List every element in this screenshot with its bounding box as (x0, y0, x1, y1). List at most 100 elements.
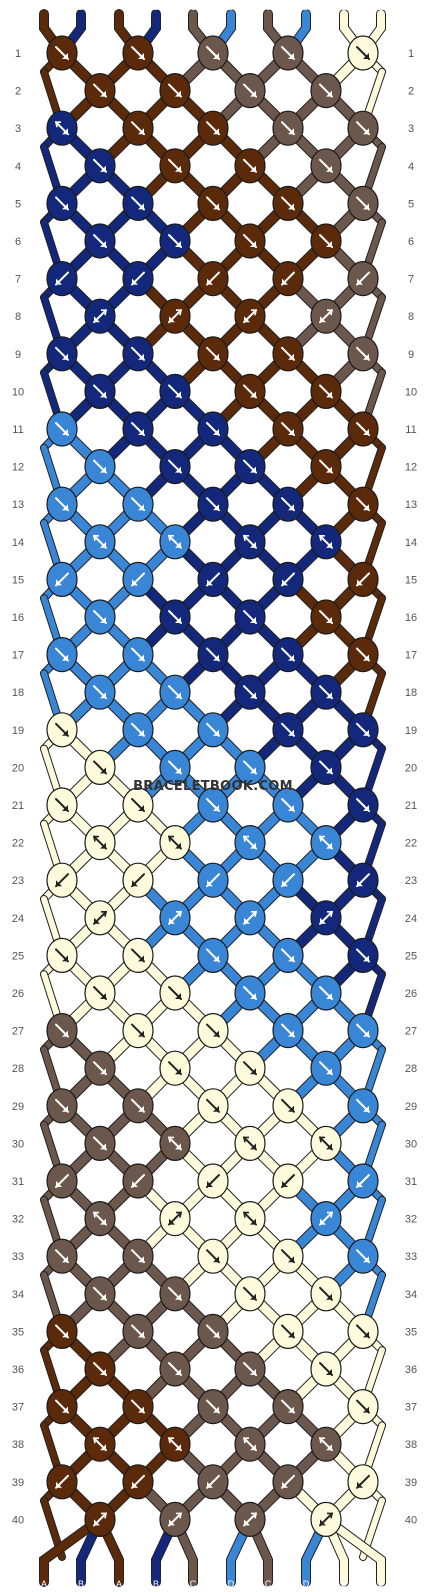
row-number-right: 22 (405, 838, 417, 850)
knot-arrow-head-icon (175, 1293, 181, 1300)
row-number-left: 5 (15, 198, 21, 210)
knot-arrow-head-icon (213, 1331, 219, 1338)
knot (159, 72, 191, 109)
knot-back-hook-icon (93, 835, 99, 842)
knot-arrow-head-icon (169, 917, 175, 924)
knot-arrow-head-icon (138, 128, 144, 135)
knot-arrow-head-icon (175, 541, 181, 548)
knot-arrow-head-icon (250, 993, 256, 999)
row-number-left: 1 (15, 48, 21, 60)
knot (272, 712, 304, 748)
knot-arrow-head-icon (138, 955, 144, 962)
knot-arrow-head-icon (100, 767, 106, 774)
knot-arrow-head-icon (288, 353, 294, 360)
knot (197, 336, 229, 372)
knot (234, 749, 266, 786)
knot (347, 862, 379, 898)
knot (197, 486, 229, 522)
knot-arrow-head-icon (250, 466, 256, 473)
row-number-right: 1 (408, 48, 414, 60)
row-number-right: 8 (408, 311, 414, 323)
knot-back-hook-icon (251, 1512, 257, 1519)
knot-arrow-head-icon (138, 1331, 144, 1338)
knot (347, 411, 379, 447)
knot (122, 1163, 154, 1199)
knot (46, 336, 78, 372)
knot (310, 449, 342, 485)
row-number-left: 36 (12, 1364, 24, 1376)
row-number-left: 3 (15, 123, 21, 135)
knot-arrow-head-icon (62, 1331, 68, 1338)
knot-arrow-head-icon (213, 53, 219, 59)
knot-arrow-head-icon (282, 579, 288, 586)
knot-arrow-head-icon (56, 278, 62, 285)
knot (122, 1313, 154, 1350)
knot-back-hook-icon (243, 835, 249, 842)
knot (46, 486, 78, 522)
knot-arrow-head-icon (175, 767, 181, 774)
knot-arrow-head-icon (62, 805, 68, 811)
row-number-left: 14 (12, 537, 24, 549)
row-number-right: 29 (405, 1101, 417, 1113)
knot-arrow-head-icon (363, 805, 369, 811)
row-number-left: 23 (12, 875, 24, 887)
knot (272, 862, 304, 898)
row-number-left: 33 (12, 1251, 24, 1263)
knot (159, 1501, 191, 1538)
column-label-top: B (78, 2, 84, 12)
row-number-left: 25 (12, 950, 24, 962)
knot-arrow-head-icon (282, 1481, 288, 1488)
knot-arrow-head-icon (100, 241, 106, 247)
knot-back-hook-icon (93, 1211, 99, 1218)
column-label-top: D (228, 2, 235, 12)
watermark: BRACELETBOOK.COM (133, 779, 293, 794)
knot-arrow-head-icon (100, 1369, 106, 1375)
knot (234, 1276, 266, 1312)
knot (310, 223, 342, 259)
knot (234, 223, 266, 259)
row-number-right: 15 (405, 574, 417, 586)
knot (347, 261, 379, 297)
knot (272, 261, 304, 297)
knot-arrow-head-icon (100, 1444, 106, 1451)
column-label-bottom: A (41, 1579, 47, 1589)
knot-arrow-head-icon (175, 241, 181, 247)
knot (46, 1388, 78, 1425)
knot-arrow-head-icon (213, 654, 219, 661)
knot-arrow-head-icon (138, 1105, 144, 1112)
knot-arrow-head-icon (207, 1181, 213, 1187)
row-number-right: 12 (405, 462, 417, 474)
knot-arrow-head-icon (138, 654, 144, 661)
knot (159, 1125, 191, 1162)
knot (197, 35, 229, 71)
knot-arrow-head-icon (363, 353, 369, 360)
knot (46, 411, 78, 447)
column-label-top: E (341, 2, 347, 12)
knot (159, 1050, 191, 1086)
knot-back-hook-icon (327, 1211, 333, 1218)
knot-arrow-head-icon (288, 1030, 294, 1037)
knot-arrow-head-icon (288, 805, 294, 811)
knot-arrow-head-icon (175, 617, 181, 623)
knot (347, 1313, 379, 1350)
knot-arrow-head-icon (62, 1256, 68, 1263)
knot (347, 1088, 379, 1124)
row-number-left: 31 (12, 1176, 24, 1188)
row-number-right: 21 (405, 800, 417, 812)
knot (197, 712, 229, 748)
knot-arrow-head-icon (100, 391, 106, 398)
knot (46, 1238, 78, 1274)
row-number-right: 30 (405, 1138, 417, 1150)
knot-arrow-head-icon (326, 165, 332, 172)
row-number-right: 9 (408, 349, 414, 361)
knot (197, 636, 229, 673)
knot (310, 824, 342, 861)
knot-arrow-head-icon (363, 729, 369, 736)
row-number-left: 10 (12, 386, 24, 398)
knot-arrow-head-icon (326, 1293, 332, 1300)
knot-arrow-head-icon (62, 1030, 68, 1037)
knot-arrow-head-icon (62, 504, 68, 511)
column-label-top: E (378, 2, 384, 12)
knot-arrow-head-icon (175, 1143, 181, 1150)
